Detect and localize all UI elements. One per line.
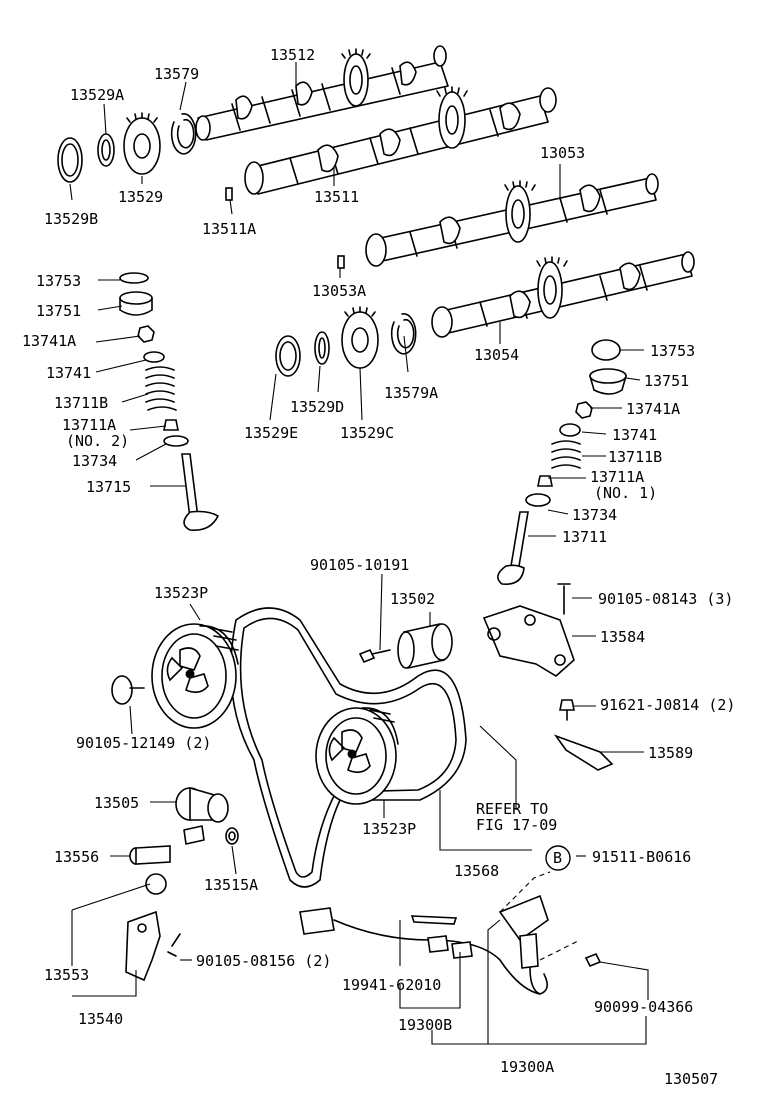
ring-13515A	[225, 827, 239, 845]
label-right-13753: 13753	[650, 342, 695, 360]
label-right-13711A-note: (NO. 1)	[594, 484, 657, 502]
label-90105-12149: 90105-12149 (2)	[76, 734, 211, 752]
label-right-13711: 13711	[562, 528, 607, 546]
snap-ring-13579	[170, 113, 197, 155]
label-13523P-top: 13523P	[154, 584, 208, 602]
ring-13529E	[275, 335, 301, 377]
label-13529C: 13529C	[340, 424, 394, 442]
label-left-13711B: 13711B	[54, 394, 108, 412]
label-19941-62010: 19941-62010	[342, 976, 441, 994]
label-13553: 13553	[44, 966, 89, 984]
label-13529: 13529	[118, 188, 163, 206]
label-13053: 13053	[540, 144, 585, 162]
label-left-13751: 13751	[36, 302, 81, 320]
label-refer-line2: FIG 17-09	[476, 816, 557, 834]
bolt-91621-J0814	[559, 699, 575, 721]
label-diagram-id: 130507	[664, 1070, 718, 1088]
label-13529B: 13529B	[44, 210, 98, 228]
label-right-13734: 13734	[572, 506, 617, 524]
bolt-13556	[129, 845, 171, 865]
label-right-13741A: 13741A	[626, 400, 680, 418]
label-13540: 13540	[78, 1010, 123, 1028]
pulley-13523P-bottom	[315, 707, 399, 805]
pushrod-13553-13540	[125, 873, 181, 982]
valve-train-right	[497, 339, 628, 585]
bolt-90099-04366	[584, 952, 602, 968]
label-13556: 13556	[54, 848, 99, 866]
label-13512: 13512	[270, 46, 315, 64]
label-13053A: 13053A	[312, 282, 366, 300]
label-left-13711A-note: (NO. 2)	[66, 432, 129, 450]
label-left-13753: 13753	[36, 272, 81, 290]
camshaft-13512	[195, 45, 449, 141]
gear-13529C	[341, 306, 379, 369]
label-13584: 13584	[600, 628, 645, 646]
label-13579: 13579	[154, 65, 199, 83]
label-19300A: 19300A	[500, 1058, 554, 1076]
label-13502: 13502	[390, 590, 435, 608]
ring-13529B	[57, 137, 83, 183]
label-13529E: 13529E	[244, 424, 298, 442]
label-90105-10191: 90105-10191	[310, 556, 409, 574]
label-13505: 13505	[94, 794, 139, 812]
gear-13529	[123, 112, 161, 175]
label-19300B: 19300B	[398, 1016, 452, 1034]
label-90105-08143: 90105-08143 (3)	[598, 590, 733, 608]
label-13515A: 13515A	[204, 876, 258, 894]
label-right-13741: 13741	[612, 426, 657, 444]
label-13529D: 13529D	[290, 398, 344, 416]
label-right-13751: 13751	[644, 372, 689, 390]
label-left-13741: 13741	[46, 364, 91, 382]
valve-train-left	[119, 272, 220, 532]
label-refer-line1: REFER TO	[476, 800, 548, 818]
label-13511: 13511	[314, 188, 359, 206]
label-13054: 13054	[474, 346, 519, 364]
label-right-13711B: 13711B	[608, 448, 662, 466]
harness-19300B	[299, 907, 541, 995]
pulley-13523P-top	[151, 623, 239, 729]
label-left-13711A: 13711A	[62, 416, 116, 434]
label-90099-04366: 90099-04366	[594, 998, 693, 1016]
pin-13053A	[337, 255, 345, 269]
snap-ring-13579A	[390, 313, 417, 355]
label-90105-08156: 90105-08156 (2)	[196, 952, 331, 970]
camshaft-13054	[431, 251, 695, 338]
label-13568: 13568	[454, 862, 499, 880]
ring-13529D	[314, 331, 330, 365]
label-13589: 13589	[648, 744, 693, 762]
bracket-13584	[482, 583, 575, 677]
bolt-90105-12149	[111, 675, 145, 705]
idler-13502	[397, 623, 453, 669]
label-left-13715: 13715	[86, 478, 131, 496]
label-13529A: 13529A	[70, 86, 124, 104]
label-91621-J0814: 91621-J0814 (2)	[600, 696, 735, 714]
callout-circle-B	[545, 845, 571, 871]
pin-13511A	[225, 187, 233, 201]
label-left-13741A: 13741A	[22, 332, 76, 350]
cover-13589	[553, 734, 614, 771]
ring-13529A	[97, 133, 115, 167]
bolt-90105-10191	[358, 648, 391, 664]
label-callout-B: B	[553, 849, 562, 867]
label-91511-B0616: 91511-B0616	[592, 848, 691, 866]
sensor-19300A	[498, 894, 549, 995]
label-13579A: 13579A	[384, 384, 438, 402]
label-13511A: 13511A	[202, 220, 256, 238]
camshaft-13511	[244, 86, 557, 195]
leader-lines	[69, 62, 649, 1045]
camshaft-13053	[365, 173, 659, 267]
tensioner-13505	[175, 786, 229, 845]
label-right-13711A: 13711A	[590, 468, 644, 486]
label-left-13734: 13734	[72, 452, 117, 470]
label-13523P-bottom: 13523P	[362, 820, 416, 838]
